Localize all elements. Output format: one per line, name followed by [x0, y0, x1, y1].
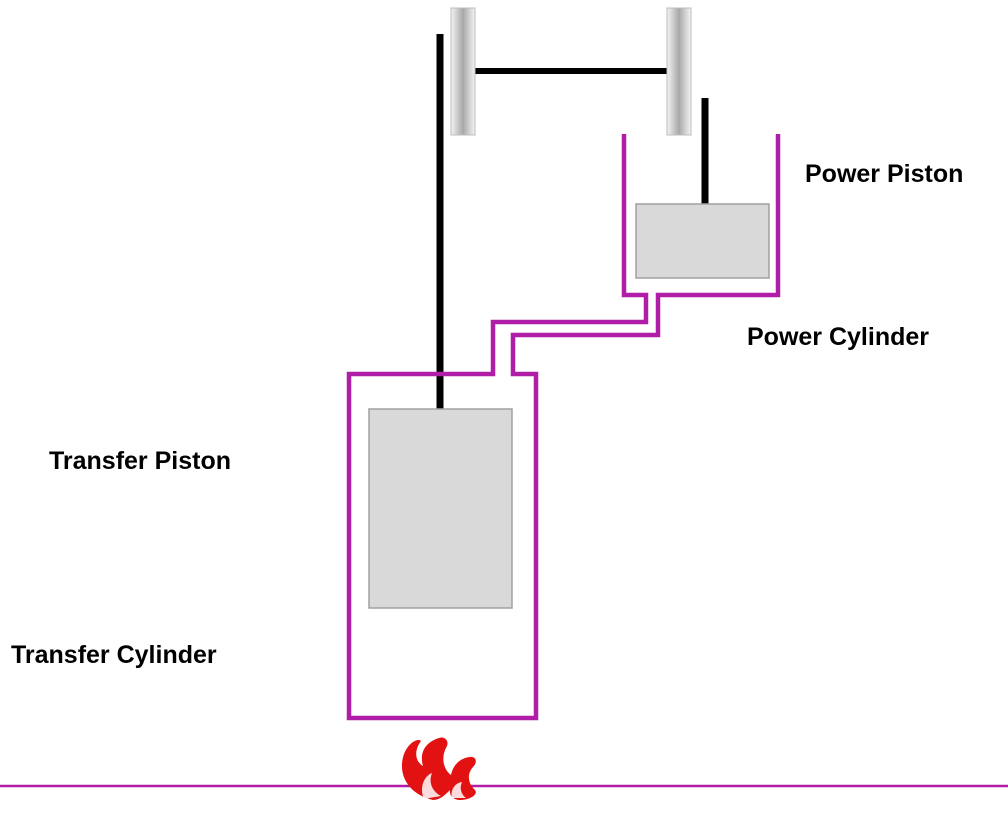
power-piston: [635, 203, 770, 279]
power-cylinder: [346, 134, 781, 721]
power-cylinder-label: Power Cylinder: [747, 323, 929, 351]
power-piston-label: Power Piston: [805, 160, 964, 188]
transfer-cylinder-label: Transfer Cylinder: [11, 641, 217, 669]
transfer-piston-label: Transfer Piston: [49, 447, 231, 475]
right-flywheel: [666, 7, 692, 136]
left-flywheel: [450, 7, 476, 136]
transfer-piston: [368, 408, 513, 609]
flame-icon: [401, 737, 476, 800]
